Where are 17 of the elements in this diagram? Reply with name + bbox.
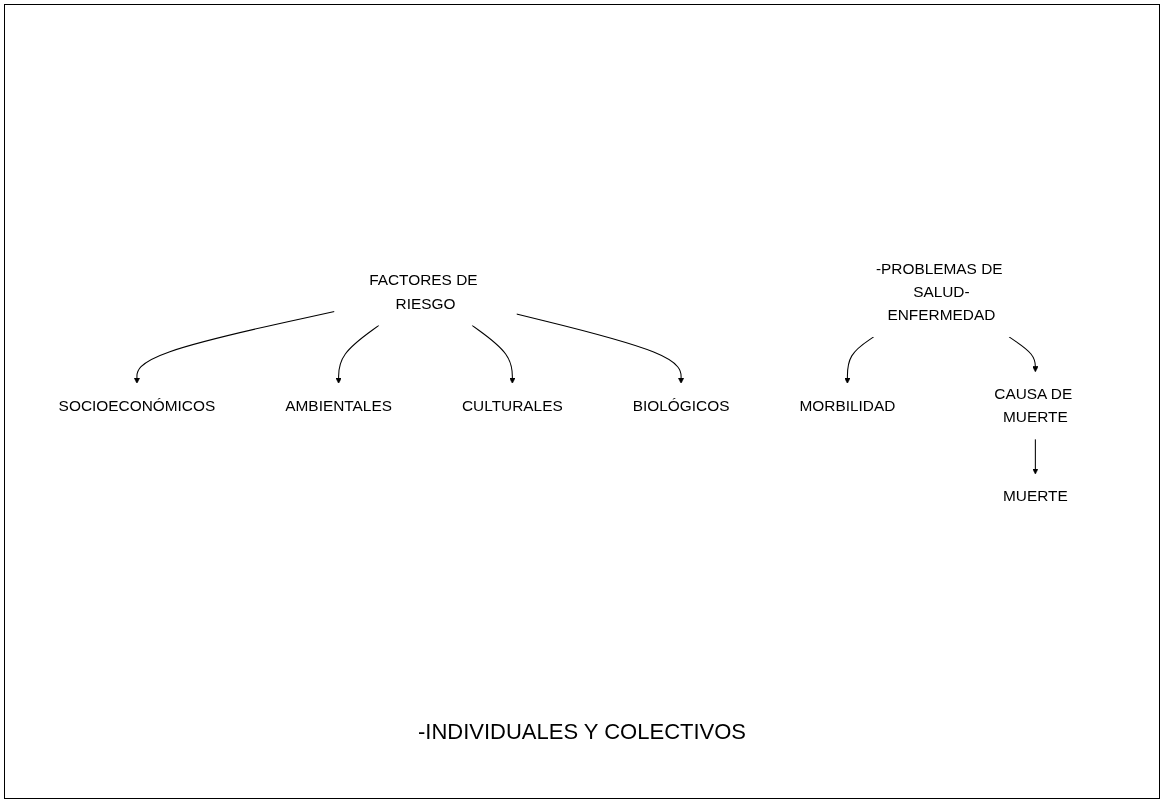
arrow	[515, 313, 685, 384]
node-text: BIOLÓGICOS	[632, 396, 730, 415]
arrow	[1008, 336, 1039, 373]
node-text: MORBILIDAD	[799, 396, 896, 415]
node-text: MUERTE	[1002, 487, 1068, 506]
node-text: AMBIENTALES	[285, 396, 392, 415]
arrow	[133, 311, 335, 384]
node-text: -PROBLEMAS DE SALUD-ENFERMEDAD	[875, 259, 1003, 324]
arrow	[471, 324, 516, 384]
node-text: FACTORES DE RIESGO	[369, 271, 478, 313]
node-text: CAUSA DE MUERTE	[994, 385, 1073, 426]
node-text: CULTURALES	[461, 396, 563, 415]
arrow	[335, 324, 380, 384]
node-text: SOCIOECONÓMICOS	[58, 396, 216, 415]
arrow	[1032, 438, 1039, 475]
arrow	[844, 336, 875, 384]
note-text: -INDIVIDUALES Y COLECTIVOS	[417, 718, 747, 745]
